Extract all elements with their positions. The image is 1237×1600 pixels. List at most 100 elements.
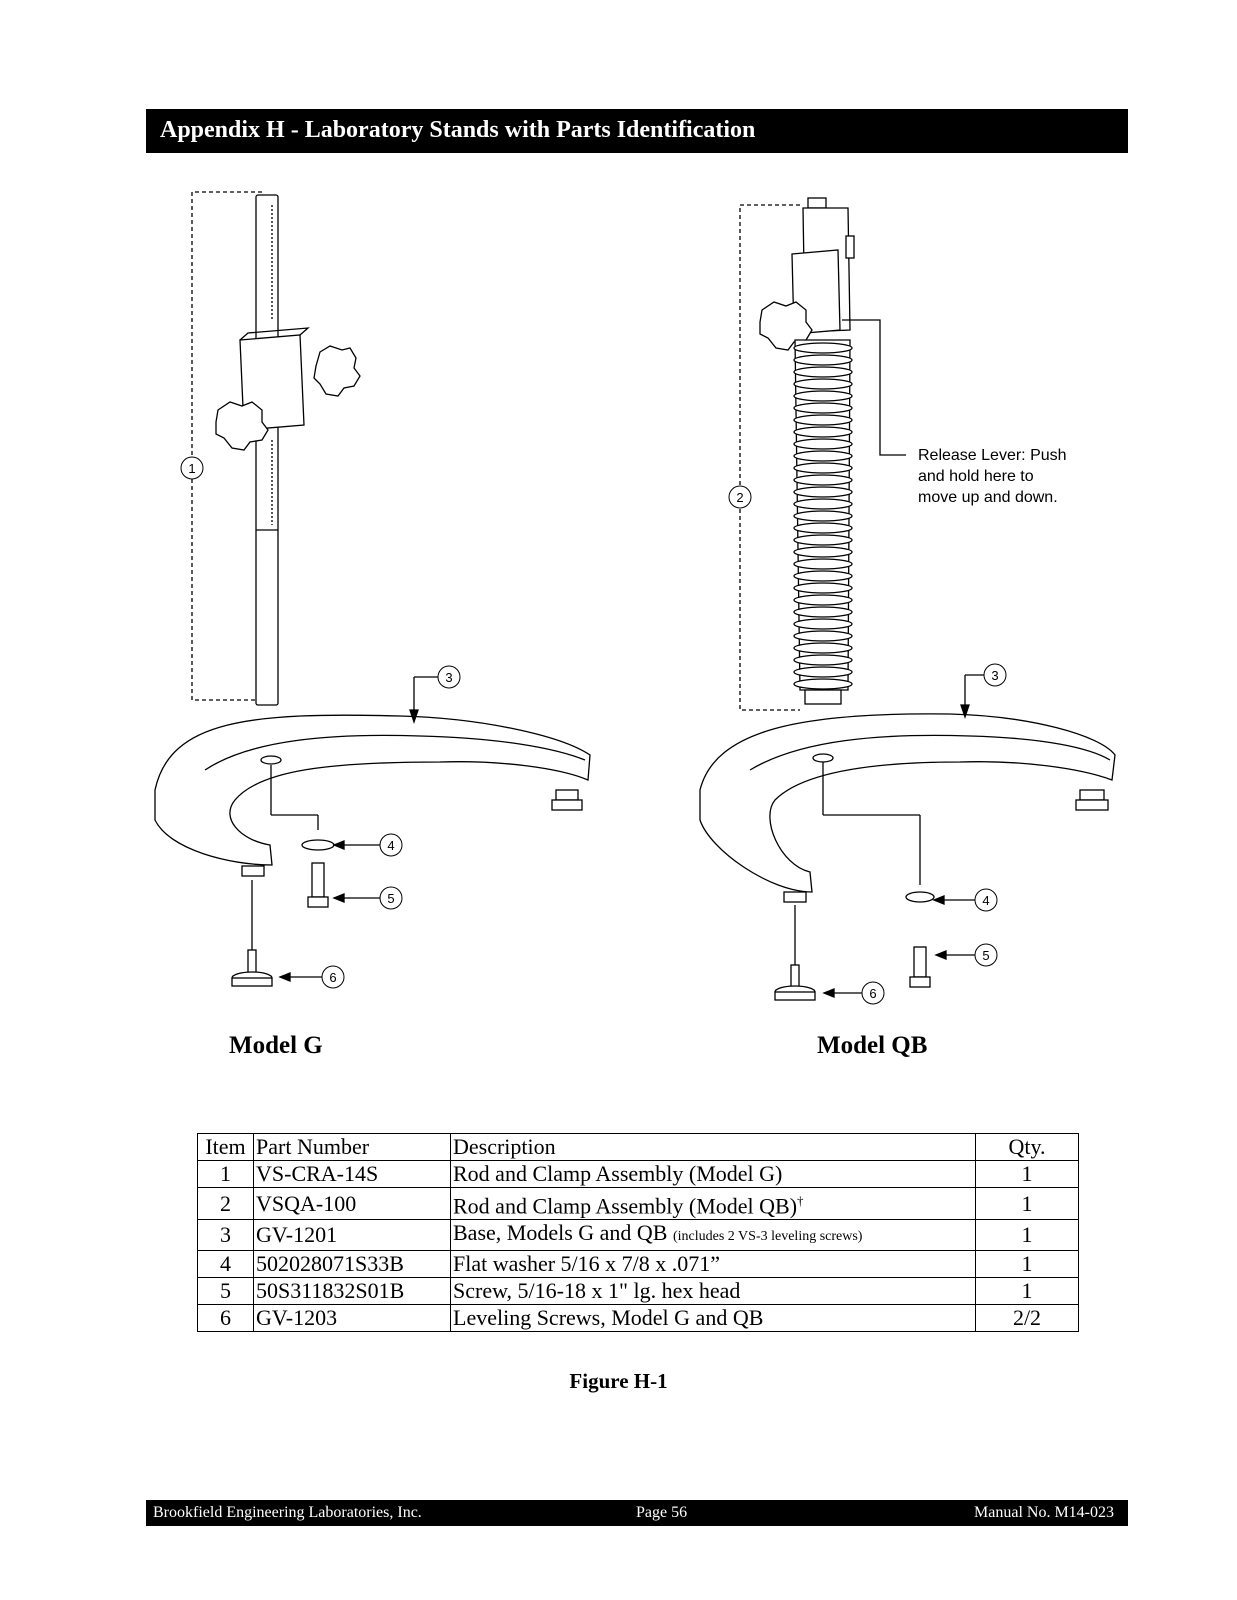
- row-part-number: GV-1201: [253, 1219, 451, 1252]
- callout-1: 1: [188, 461, 195, 476]
- bellows-ring: [793, 606, 853, 618]
- table-header-row: Item Part Number Description Qty.: [197, 1133, 1079, 1161]
- row-desc-text: Rod and Clamp Assembly (Model QB): [453, 1193, 798, 1219]
- row-description: Flat washer 5/16 x 7/8 x .071”: [450, 1250, 976, 1279]
- row-part-number: 50S311832S01B: [253, 1277, 451, 1306]
- row-description: Base, Models G and QB (includes 2 VS-3 l…: [450, 1219, 976, 1252]
- row-qty: 1: [975, 1186, 1079, 1221]
- header-part-number: Part Number: [253, 1133, 451, 1161]
- row-item: 6: [197, 1304, 254, 1333]
- appendix-header-bar: Appendix H - Laboratory Stands with Part…: [146, 109, 1128, 153]
- row-description: Rod and Clamp Assembly (Model G): [450, 1160, 976, 1188]
- row-desc-text: Flat washer 5/16 x 7/8 x .071”: [453, 1251, 721, 1277]
- table-row: 4 502028071S33B Flat washer 5/16 x 7/8 x…: [197, 1250, 1079, 1279]
- bellows-ring: [793, 462, 853, 474]
- row-item: 1: [197, 1160, 254, 1188]
- footer-page-number: Page 56: [636, 1504, 688, 1521]
- model-qb-label: Model QB: [817, 1032, 928, 1059]
- bellows-ring: [793, 474, 853, 486]
- bellows-ring: [793, 594, 853, 606]
- page-footer: Brookfield Engineering Laboratories, Inc…: [146, 1500, 1128, 1526]
- bellows-ring: [793, 570, 853, 582]
- row-part-number: VSQA-100: [253, 1186, 451, 1221]
- bellows-ring: [793, 486, 853, 498]
- row-item: 3: [197, 1219, 254, 1252]
- bellows-ring: [793, 630, 853, 642]
- callout-4-right: 4: [982, 893, 989, 908]
- bellows-ring: [793, 426, 853, 438]
- bellows-ring: [793, 642, 853, 654]
- callout-2: 2: [736, 490, 743, 505]
- callout-3-right: 3: [991, 668, 998, 683]
- table-row: 6 GV-1203 Leveling Screws, Model G and Q…: [197, 1304, 1079, 1333]
- row-part-number: 502028071S33B: [253, 1250, 451, 1279]
- bellows-ring: [793, 534, 853, 546]
- bellows-ring: [793, 654, 853, 666]
- row-qty: 2/2: [975, 1304, 1079, 1333]
- bellows-ring: [793, 498, 853, 510]
- callout-3-left: 3: [445, 670, 452, 685]
- model-g-label: Model G: [229, 1032, 323, 1059]
- row-desc-note: (includes 2 VS-3 leveling screws): [672, 1229, 863, 1245]
- callouts-model-g: 1 3 4 5 6: [180, 456, 461, 989]
- row-desc-text: Leveling Screws, Model G and QB: [453, 1305, 764, 1331]
- footer-manual-number: Manual No. M14-023: [974, 1504, 1114, 1521]
- release-lever-line-1: Release Lever: Push: [918, 447, 1067, 464]
- row-description: Screw, 5/16-18 x 1" lg. hex head: [450, 1277, 976, 1306]
- row-qty: 1: [975, 1160, 1079, 1188]
- table-row: 1 VS-CRA-14S Rod and Clamp Assembly (Mod…: [197, 1160, 1079, 1188]
- callout-5-left: 5: [387, 891, 394, 906]
- table-row: 5 50S311832S01B Screw, 5/16-18 x 1" lg. …: [197, 1277, 1079, 1306]
- row-item: 4: [197, 1250, 254, 1279]
- bellows-ring: [793, 510, 853, 522]
- bellows-ring: [793, 450, 853, 462]
- callout-4-left: 4: [387, 838, 394, 853]
- bellows-ring: [793, 438, 853, 450]
- bellows-ring: [793, 678, 853, 690]
- bellows-ring: [793, 366, 853, 378]
- bellows-ring: [793, 618, 853, 630]
- callout-5-right: 5: [982, 948, 989, 963]
- bellows-ring: [793, 354, 853, 366]
- header-item: Item: [197, 1133, 254, 1161]
- header-description: Description: [450, 1133, 976, 1161]
- table-row: 2 VSQA-100 Rod and Clamp Assembly (Model…: [197, 1186, 1079, 1221]
- bellows-ring: [793, 522, 853, 534]
- row-description: Leveling Screws, Model G and QB: [450, 1304, 976, 1333]
- bellows-ring: [793, 402, 853, 414]
- bellows-ring: [793, 666, 853, 678]
- bellows-ring: [793, 390, 853, 402]
- row-qty: 1: [975, 1219, 1079, 1252]
- row-qty: 1: [975, 1277, 1079, 1306]
- bellows-spring: [793, 339, 853, 691]
- footer-company: Brookfield Engineering Laboratories, Inc…: [153, 1504, 422, 1521]
- release-lever-note: Release Lever: Push and hold here to mov…: [918, 447, 1067, 506]
- bellows-ring: [793, 342, 853, 354]
- row-item: 5: [197, 1277, 254, 1306]
- bellows-ring: [793, 558, 853, 570]
- dagger-mark: †: [797, 1193, 804, 1208]
- table-row: 3 GV-1201 Base, Models G and QB (include…: [197, 1219, 1079, 1252]
- bellows-ring: [793, 582, 853, 594]
- model-qb-drawing: [699, 197, 1116, 1001]
- row-qty: 1: [975, 1250, 1079, 1279]
- callouts-model-qb: 2 3 4 5 6: [728, 485, 1007, 1005]
- row-desc-text: Rod and Clamp Assembly (Model G): [453, 1161, 783, 1186]
- model-g-drawing: [154, 191, 591, 987]
- callout-6-right: 6: [869, 986, 876, 1001]
- row-item: 2: [197, 1186, 254, 1221]
- row-desc-text: Screw, 5/16-18 x 1" lg. hex head: [453, 1278, 741, 1304]
- release-lever-line-3: move up and down.: [918, 489, 1058, 506]
- lab-stands-figure: 1 3 4 5 6 2 3 4 5 6 Release Lever: Push …: [154, 191, 1116, 1005]
- row-desc-text: Base, Models G and QB: [453, 1220, 673, 1246]
- row-description: Rod and Clamp Assembly (Model QB)†: [450, 1186, 976, 1221]
- row-part-number: VS-CRA-14S: [253, 1160, 451, 1188]
- row-part-number: GV-1203: [253, 1304, 451, 1333]
- callout-6-left: 6: [329, 970, 336, 985]
- header-qty: Qty.: [975, 1133, 1079, 1161]
- bellows-ring: [793, 378, 853, 390]
- bellows-ring: [793, 414, 853, 426]
- parts-table: Item Part Number Description Qty. 1 VS-C…: [197, 1133, 1079, 1333]
- figure-caption: Figure H-1: [569, 1369, 668, 1393]
- release-lever-line-2: and hold here to: [918, 468, 1034, 485]
